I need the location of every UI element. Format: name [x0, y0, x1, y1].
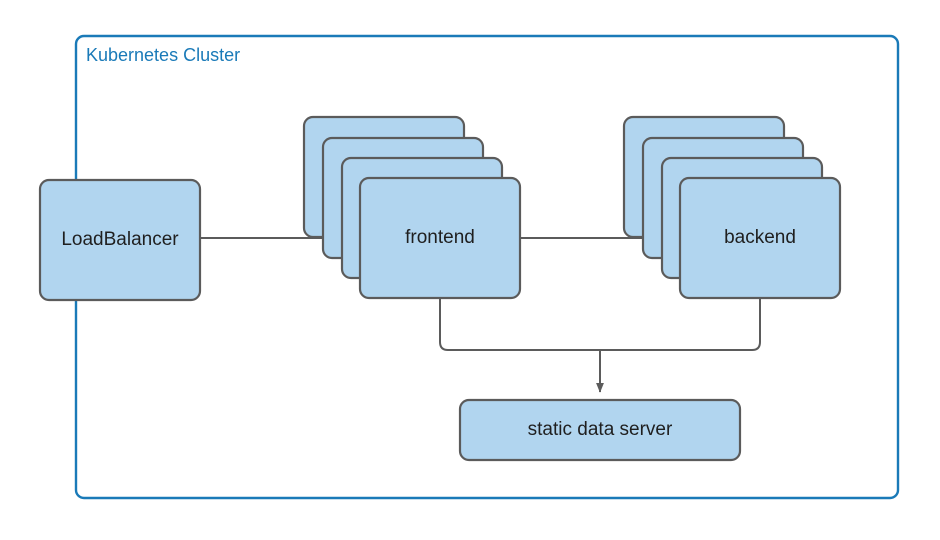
edge-backend-to-static — [600, 298, 761, 351]
node-loadbalancer-box[interactable] — [38, 178, 202, 302]
node-frontend-stack[interactable] — [302, 115, 522, 300]
static-data-server-hit-area[interactable] — [460, 400, 740, 460]
frontend-hit-area[interactable] — [360, 178, 520, 298]
backend-hit-area[interactable] — [680, 178, 840, 298]
cluster-title: Kubernetes Cluster — [86, 45, 241, 65]
node-backend-stack[interactable] — [622, 115, 842, 300]
loadbalancer-hit-area[interactable] — [40, 180, 200, 300]
backend-replica-card-1 — [678, 176, 842, 300]
node-static-data-server-box[interactable] — [458, 398, 742, 462]
edge-frontend-to-static — [439, 298, 600, 351]
frontend-replica-card-1 — [358, 176, 522, 300]
